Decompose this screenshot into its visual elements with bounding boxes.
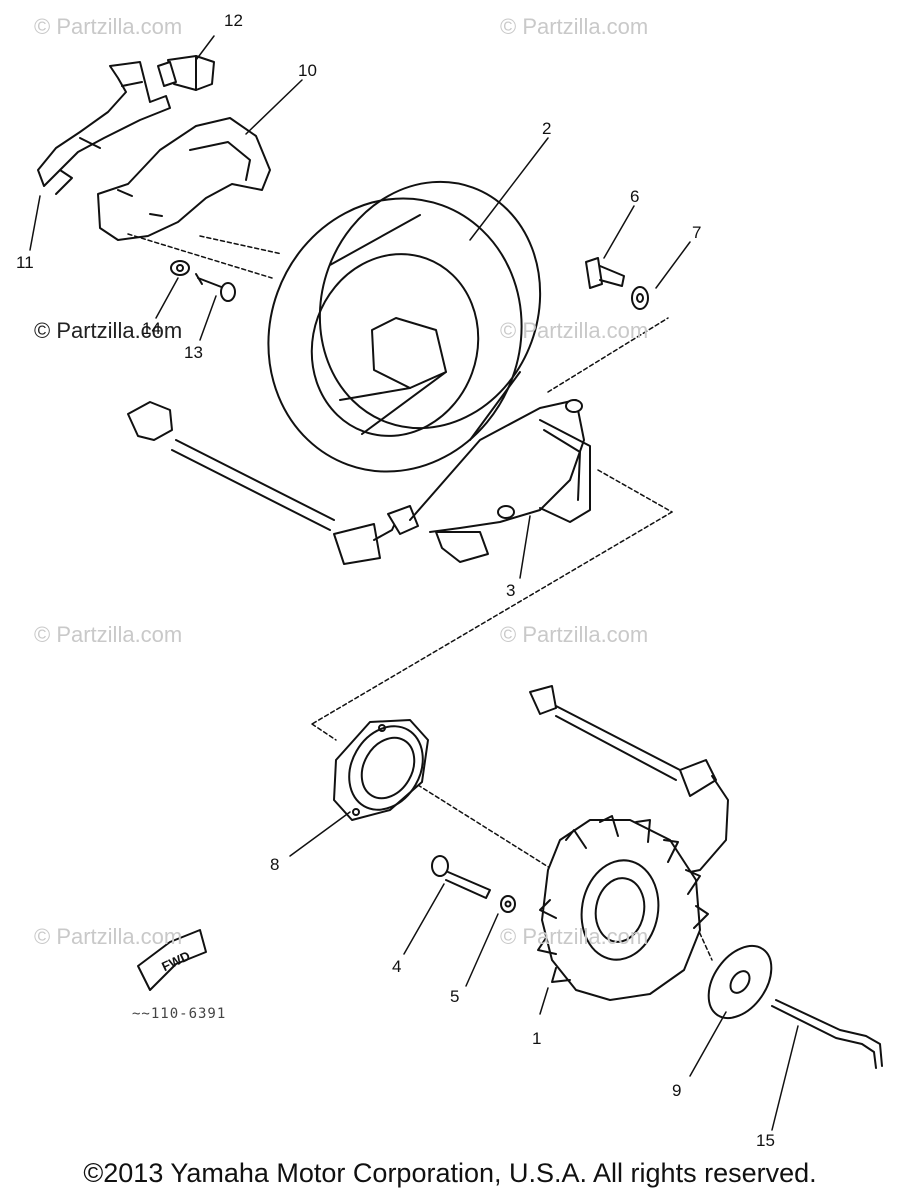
part-8-seal (333, 719, 429, 821)
callout-8: 8 (270, 855, 280, 874)
watermark: © Partzilla.com (500, 318, 649, 343)
watermark: © Partzilla.com (500, 622, 649, 647)
callout-leaders (29, 35, 799, 1131)
callout-6: 6 (630, 187, 640, 206)
callout-11: 11 (16, 253, 34, 272)
part-2-rotor (267, 180, 542, 473)
part-6-bolt (585, 257, 625, 289)
watermark: © Partzilla.com (500, 924, 649, 949)
callout-5: 5 (450, 987, 460, 1006)
callout-10: 10 (298, 61, 317, 80)
part-12-cap (157, 55, 215, 91)
callout-13: 13 (184, 343, 203, 362)
part-10-holder (97, 117, 271, 241)
callout-4: 4 (392, 957, 402, 976)
callout-2: 2 (542, 119, 552, 138)
watermark: © Partzilla.com (34, 318, 183, 343)
watermark: © Partzilla.com (500, 14, 649, 39)
part-1-stator (529, 685, 729, 1001)
callout-9: 9 (672, 1081, 682, 1100)
part-14-washer (170, 260, 190, 276)
part-3-pickup-coil (127, 399, 591, 565)
diagram-code: ~~110-6391 (132, 1006, 227, 1022)
watermark: © Partzilla.com (34, 622, 183, 647)
callout-14: 14 (142, 319, 161, 338)
callout-7: 7 (692, 223, 702, 242)
part-5-washer (500, 895, 516, 913)
watermark: © Partzilla.com (34, 14, 183, 39)
part-4-screw (431, 855, 491, 899)
part-13-screw (195, 273, 236, 302)
callout-15: 15 (756, 1131, 775, 1150)
leader-lines-upper (127, 233, 669, 393)
part-7-washer (631, 286, 649, 310)
callout-12: 12 (224, 11, 243, 30)
copyright-notice: ©2013 Yamaha Motor Corporation, U.S.A. A… (83, 1158, 817, 1188)
watermark: © Partzilla.com (34, 924, 183, 949)
callout-1: 1 (532, 1029, 542, 1048)
part-11-bracket (37, 61, 171, 195)
part-9-washer (707, 944, 773, 1020)
callout-3: 3 (506, 581, 516, 600)
part-15-rod (771, 999, 883, 1069)
